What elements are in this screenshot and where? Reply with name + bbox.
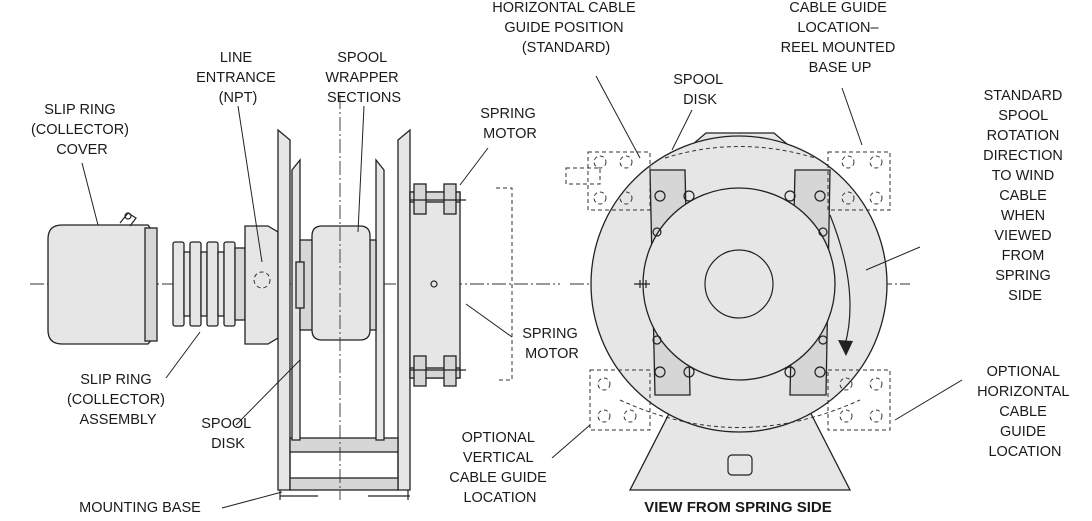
line-entrance-hub: [244, 225, 279, 345]
bolt-top-right: [784, 190, 796, 202]
optional-guide-bottom-left: [589, 369, 651, 431]
rotation-arrow: [829, 214, 851, 346]
slip-ring-assembly: [172, 241, 246, 327]
bolt-top-left-2: [683, 190, 695, 202]
bolt-bottom-left-2: [683, 366, 695, 378]
label-cable-guide-reel-mounted: CABLE GUIDE LOCATION– REEL MOUNTED BASE …: [781, 0, 900, 76]
bolt-top-right-2: [814, 190, 826, 202]
spring-motor-side: [409, 183, 513, 387]
side-pin: [634, 280, 650, 288]
leader-lines: [81, 75, 963, 509]
bolt-mid-left: [652, 227, 662, 237]
bolt-top-left: [654, 190, 666, 202]
reel-frame: [277, 128, 411, 500]
view-caption: VIEW FROM SPRING SIDE: [644, 499, 832, 516]
label-slip-ring-cover: SLIP RING (COLLECTOR) COVER: [31, 102, 133, 158]
bolt-mid-right-2: [818, 335, 828, 345]
label-optional-horizontal: OPTIONAL HORIZONTAL CABLE GUIDE LOCATION: [977, 364, 1073, 460]
spool-disks: [291, 158, 385, 441]
bolt-bottom-right: [784, 366, 796, 378]
label-horizontal-guide-standard: HORIZONTAL CABLE GUIDE POSITION (STANDAR…: [492, 0, 639, 56]
label-optional-vertical: OPTIONAL VERTICAL CABLE GUIDE LOCATION: [449, 430, 551, 506]
label-spool-wrapper: SPOOL WRAPPER SECTIONS: [325, 50, 402, 106]
spring-motor-face: [642, 187, 836, 381]
bolt-bottom-left: [654, 366, 666, 378]
slip-ring-cover: [47, 212, 158, 345]
label-spring-motor-top: SPRING MOTOR: [480, 106, 540, 142]
spool-wrapper: [295, 225, 377, 341]
label-spool-disk-bottom: SPOOL DISK: [201, 416, 254, 452]
base-slot: [727, 454, 753, 476]
optional-guide-top-right: [827, 151, 891, 211]
label-slip-ring-assembly: SLIP RING (COLLECTOR) ASSEMBLY: [67, 372, 169, 428]
bolt-mid-left-2: [652, 335, 662, 345]
label-mounting-base: MOUNTING BASE: [79, 500, 201, 516]
label-line-entrance: LINE ENTRANCE (NPT): [196, 50, 280, 106]
rotation-arrowhead: [838, 340, 853, 356]
hub-circle: [704, 249, 774, 319]
label-spool-disk-top: SPOOL DISK: [673, 72, 726, 108]
label-spring-motor-mid: SPRING MOTOR: [522, 326, 582, 362]
spring-side-view: [565, 132, 910, 491]
bolt-bottom-right-2: [814, 366, 826, 378]
bolt-mid-right: [818, 227, 828, 237]
dashed-arc-top: [664, 146, 816, 159]
optional-guide-top-left: [565, 151, 651, 211]
side-view: [30, 95, 560, 500]
optional-guide-bottom-right: [827, 369, 891, 431]
label-rotation-note: STANDARD SPOOL ROTATION DIRECTION TO WIN…: [983, 88, 1067, 304]
